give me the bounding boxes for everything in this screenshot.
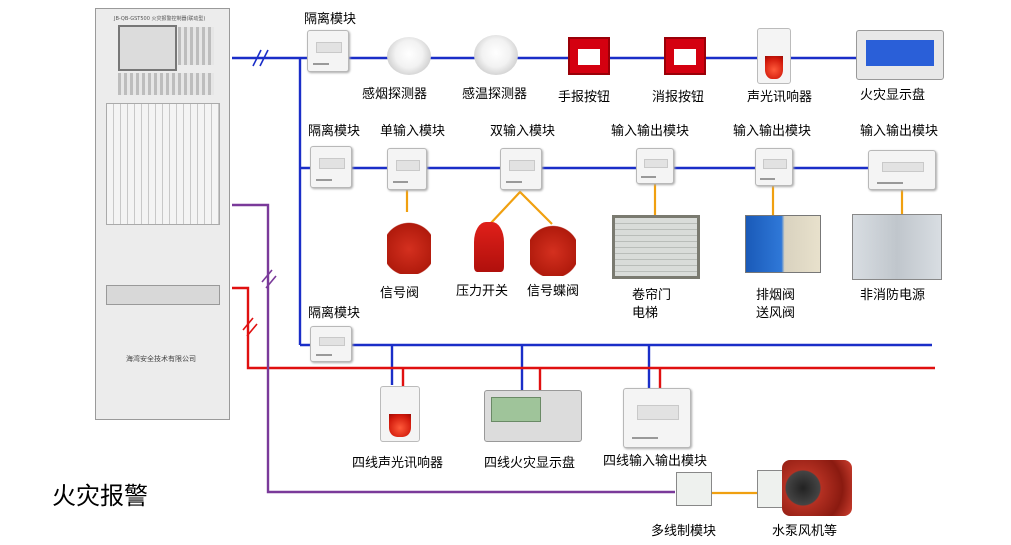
smoke-valve-label: 排烟阀 bbox=[756, 288, 796, 303]
isolator-module-3 bbox=[310, 326, 352, 362]
single-input-module bbox=[387, 148, 427, 190]
signal-valve bbox=[387, 212, 431, 274]
io-module-1 bbox=[636, 148, 674, 184]
single-input-module-label: 单输入模块 bbox=[380, 124, 446, 139]
fire-display-panel bbox=[856, 30, 944, 80]
io-module-2 bbox=[755, 148, 793, 186]
orange-link-lines bbox=[405, 184, 904, 495]
air-valve-label: 送风阀 bbox=[756, 306, 796, 321]
pressure-switch-label: 压力开关 bbox=[456, 284, 509, 299]
manual-call-point bbox=[568, 37, 610, 75]
cabinet-screen bbox=[118, 25, 177, 71]
pump-fan bbox=[782, 460, 852, 516]
bus-slash-marks bbox=[252, 49, 269, 67]
non-fire-power-cabinet bbox=[852, 214, 942, 280]
four-wire-display-panel bbox=[484, 390, 582, 442]
cabinet-keypad-lower bbox=[118, 73, 214, 95]
cabinet-printer-bar bbox=[106, 285, 220, 305]
fire-alarm-control-cabinet: JB-QB-GST500 火灾报警控制器(联动型) 海湾安全技术有限公司 bbox=[95, 8, 230, 420]
purple-slash-marks bbox=[261, 269, 277, 289]
hydrant-button-label: 消报按钮 bbox=[652, 90, 705, 105]
io-module-label-2: 输入输出模块 bbox=[733, 124, 812, 139]
purple-multiline bbox=[232, 203, 675, 494]
pump-fan-label: 水泵风机等 bbox=[772, 524, 838, 539]
isolator-module-2 bbox=[310, 146, 352, 188]
dual-input-module bbox=[500, 148, 542, 190]
dual-input-module-label: 双输入模块 bbox=[490, 124, 556, 139]
cabinet-module-panels bbox=[106, 103, 220, 225]
hydrant-button bbox=[664, 37, 706, 75]
io-module-3 bbox=[868, 150, 936, 190]
four-wire-io-label: 四线输入输出模块 bbox=[603, 454, 708, 469]
isolator-label-2: 隔离模块 bbox=[308, 124, 361, 139]
isolator-label-1: 隔离模块 bbox=[304, 12, 357, 27]
cabinet-company-label: 海湾安全技术有限公司 bbox=[126, 355, 196, 363]
fire-display-panel-label: 火灾显示盘 bbox=[860, 88, 926, 103]
signal-valve-label: 信号阀 bbox=[380, 286, 420, 301]
elevator-label: 电梯 bbox=[632, 306, 659, 321]
manual-call-point-label: 手报按钮 bbox=[558, 90, 611, 105]
isolator-label-3: 隔离模块 bbox=[308, 306, 361, 321]
butterfly-valve-label: 信号蝶阀 bbox=[527, 284, 580, 299]
sounder-strobe bbox=[757, 28, 791, 84]
page-title: 火灾报警 bbox=[52, 482, 148, 510]
pump-control-box bbox=[757, 470, 783, 508]
multi-line-control-module bbox=[676, 472, 712, 506]
cabinet-header-text: JB-QB-GST500 火灾报警控制器(联动型) bbox=[114, 16, 206, 22]
sounder-strobe-label: 声光讯响器 bbox=[747, 90, 813, 105]
butterfly-valve bbox=[530, 216, 576, 276]
rolling-shutter bbox=[612, 215, 700, 279]
cabinet-keypad bbox=[178, 27, 214, 65]
heat-detector bbox=[474, 35, 518, 75]
power-slash-marks bbox=[242, 317, 258, 337]
isolator-module-1 bbox=[307, 30, 349, 72]
non-fire-power-label: 非消防电源 bbox=[860, 288, 926, 303]
multi-line-module-label: 多线制模块 bbox=[651, 524, 717, 539]
heat-detector-label: 感温探测器 bbox=[462, 87, 528, 102]
four-wire-strobe-label: 四线声光讯响器 bbox=[352, 456, 444, 471]
io-module-label-1: 输入输出模块 bbox=[611, 124, 690, 139]
io-module-label-3: 输入输出模块 bbox=[860, 124, 939, 139]
smoke-exhaust-valve bbox=[745, 215, 821, 273]
four-wire-display-label: 四线火灾显示盘 bbox=[484, 456, 576, 471]
four-wire-sounder-strobe bbox=[380, 386, 420, 442]
red-power-lines bbox=[232, 286, 935, 390]
shutter-label: 卷帘门 bbox=[632, 288, 672, 303]
smoke-detector-label: 感烟探测器 bbox=[362, 87, 428, 102]
pressure-switch bbox=[474, 222, 504, 272]
four-wire-io-module bbox=[623, 388, 691, 448]
smoke-detector bbox=[387, 37, 431, 75]
